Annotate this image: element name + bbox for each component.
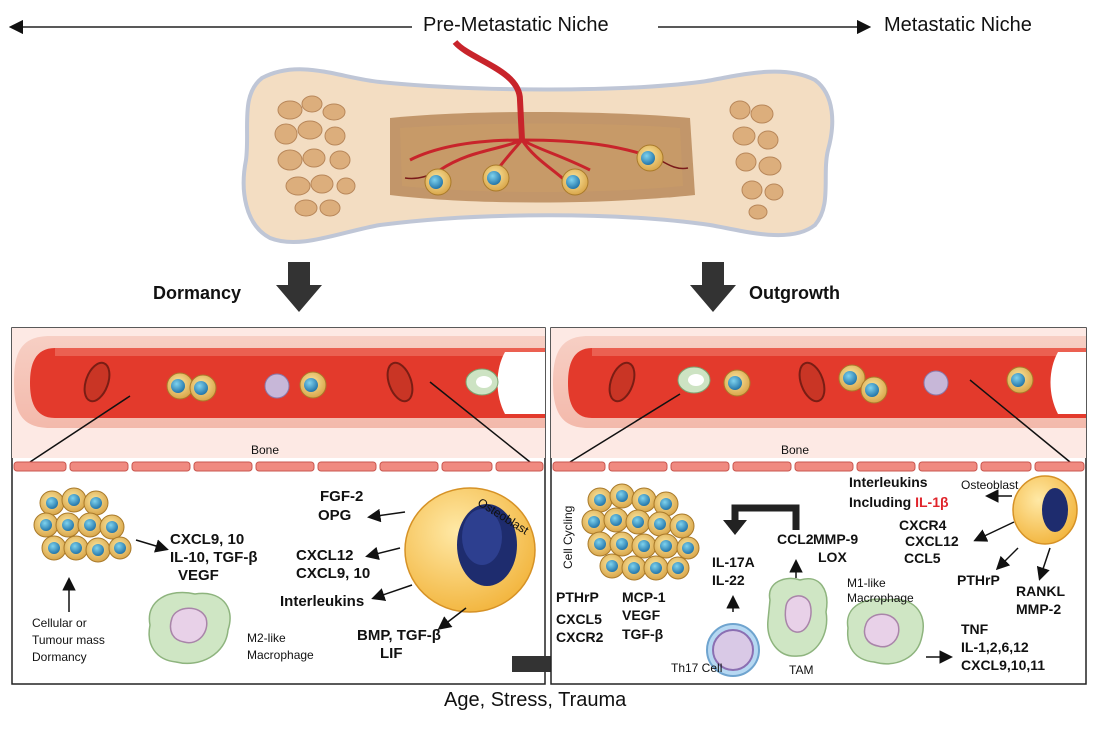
outgrowth-arrow	[690, 262, 736, 312]
th17-cell-label: Th17 Cell	[671, 661, 723, 675]
pthrp-osteoblast: PTHrP	[957, 572, 1000, 588]
outgrowth-label: Outgrowth	[749, 283, 840, 303]
dormancy-label: Dormancy	[153, 283, 242, 303]
osteoblast-factor: FGF-2	[320, 488, 364, 505]
osteoblast-factor: BMP, TGF-β	[357, 627, 441, 644]
th17-factor: IL-17A	[712, 554, 755, 570]
right-bone-label: Bone	[781, 443, 810, 457]
tumour-caption: Cellular or	[32, 616, 87, 630]
m2-macrophage-label: Macrophage	[247, 648, 314, 662]
tumour-caption: Dormancy	[32, 650, 87, 664]
il1b-label: IL-1β	[915, 494, 949, 510]
tam-factor: CCL2	[777, 531, 814, 547]
m1-factor: IL-1,2,6,12	[961, 639, 1029, 655]
tam-factor: MMP-9	[813, 531, 859, 547]
m1-factor: CXCL9,10,11	[961, 657, 1046, 673]
met-niche-label: Metastatic Niche	[884, 14, 1032, 36]
left-bone-label: Bone	[251, 443, 280, 457]
interleukins-label: Interleukins	[849, 474, 928, 490]
m1-macrophage-label: M1-like	[847, 576, 886, 590]
tam-label: TAM	[789, 663, 814, 677]
tumour-caption: Tumour mass	[32, 633, 105, 647]
rankl-label: RANKL	[1016, 583, 1065, 599]
left-tumour-factor: CXCL9, 10	[170, 531, 245, 548]
m2-macrophage-label: M2-like	[247, 631, 286, 645]
including-label: Including	[849, 494, 912, 510]
bone-illustration	[241, 39, 835, 244]
osteoblast-factor: CXCL9, 10	[296, 565, 371, 582]
osteoblast-factor: LIF	[380, 645, 403, 662]
left-tumour-factor: IL-10, TGF-β	[170, 549, 258, 566]
pre-niche-label: Pre-Metastatic Niche	[423, 14, 609, 36]
mcp-factor: VEGF	[622, 607, 661, 623]
tumour-factor-right: CXCR2	[556, 629, 604, 645]
dormancy-arrow	[276, 262, 322, 312]
left-panel	[11, 327, 546, 685]
mcp-factor: MCP-1	[622, 589, 666, 605]
transition-caption: Age, Stress, Trauma	[444, 689, 627, 711]
osteoblast-factor: OPG	[318, 507, 352, 524]
left-tumour-factor: VEGF	[178, 567, 219, 584]
right-panel	[550, 327, 1087, 685]
tam-factor: LOX	[818, 549, 847, 565]
m1-macrophage-label: Macrophage	[847, 591, 914, 605]
osteoblast-factor-right: CXCR4	[899, 517, 947, 533]
tumour-factor-right: PTHrP	[556, 589, 599, 605]
cell-cycling-label: Cell Cycling	[561, 505, 575, 569]
osteoblast-factor-right: CXCL12	[905, 533, 959, 549]
tumour-factor-right: CXCL5	[556, 611, 602, 627]
osteoblast-factor: Interleukins	[280, 593, 365, 610]
m1-factor: TNF	[961, 621, 989, 637]
osteoblast-factor: CXCL12	[296, 547, 354, 564]
osteoblast-factor-right: CCL5	[904, 550, 941, 566]
mcp-factor: TGF-β	[622, 626, 664, 642]
th17-factor: IL-22	[712, 572, 745, 588]
right-osteoblast-label: Osteoblast	[961, 478, 1019, 492]
mmp2-label: MMP-2	[1016, 601, 1062, 617]
